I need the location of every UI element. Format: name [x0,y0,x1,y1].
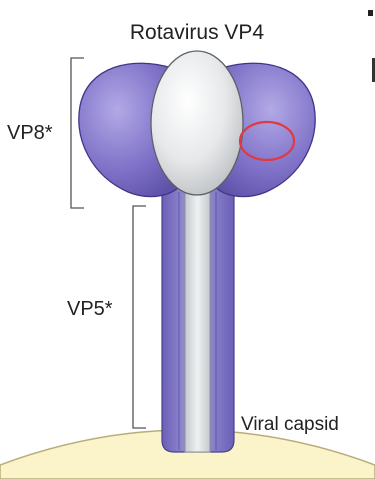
vp8-label: VP8* [7,122,53,144]
vp5-bracket [133,206,146,428]
diagram-title: Rotavirus VP4 [130,21,265,44]
vp5-stalk [162,188,234,452]
vp5-label: VP5* [67,298,113,320]
center-domain [151,51,243,195]
capsid-label: Viral capsid [241,414,339,435]
edge-mark [368,10,373,16]
